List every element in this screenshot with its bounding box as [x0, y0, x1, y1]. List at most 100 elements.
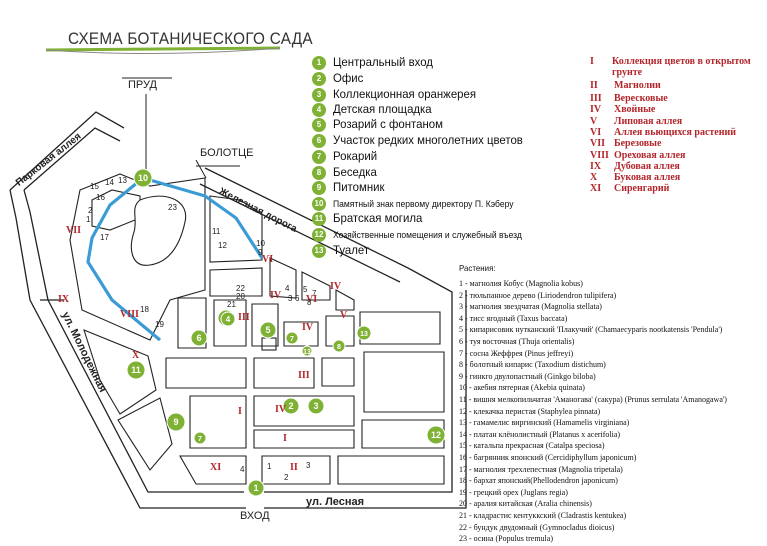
- alley-text-10: Буковая аллея: [614, 172, 681, 183]
- map-roman-label: III: [298, 370, 310, 381]
- plant-item: 21 - кладрастис кентуккский (Cladrastis …: [459, 510, 627, 520]
- map-marker-label: 1: [253, 483, 258, 493]
- plant-item: 16 - багрянник японский (Cercidiphyllum …: [459, 452, 637, 462]
- plant-item: 1 - магнолия Кобус (Magnolia kobus): [459, 278, 583, 288]
- map-roman-label: IV: [270, 290, 282, 301]
- map-tree-number: 2: [284, 473, 289, 482]
- map-markers: 105567138131197231214: [126, 168, 446, 497]
- map-tree-number: 23: [168, 203, 177, 212]
- legend-text-13: Туалет: [333, 243, 370, 257]
- alley-text-2: Магнолии: [614, 80, 661, 91]
- map-tree-number: 16: [96, 193, 105, 202]
- legend-marker-8: 8: [312, 166, 326, 180]
- map-tree-number: 20: [236, 292, 245, 301]
- map-tree-number: 4: [240, 465, 245, 474]
- map-roman-label: I: [283, 433, 287, 444]
- plant-item: 10 - акебия пятерная (Akebia quinata): [459, 382, 585, 393]
- map-tree-number: 21: [227, 300, 236, 309]
- legend-text-1: Центральный вход: [333, 55, 433, 69]
- map-tree-number: 5: [303, 285, 308, 294]
- map-tree-number: 1: [267, 462, 272, 471]
- plant-item: 14 - платан клёнолистный (Platanus x ace…: [459, 428, 621, 439]
- map-roman-label: VII: [66, 225, 81, 236]
- legend-marker-6: 6: [312, 134, 326, 148]
- legend-text-2: Офис: [333, 71, 364, 85]
- map-roman-label: X: [132, 350, 140, 361]
- plants-title: Растения:: [459, 263, 496, 273]
- plant-item: 3 - магнолия звездчатая (Magnolia stella…: [459, 301, 602, 312]
- walking-route: [86, 176, 264, 342]
- map-tree-number: 9: [258, 248, 263, 257]
- map-tree-number: 4: [285, 284, 290, 293]
- map-tree-number: 12: [218, 241, 227, 250]
- legend-text-8: Беседка: [333, 165, 377, 179]
- alley-roman-8: VIII: [590, 150, 609, 161]
- legend-text-9: Питомник: [333, 180, 385, 194]
- map-tree-number: 19: [155, 320, 164, 329]
- legend-marker-1: 1: [312, 56, 326, 70]
- swamp-label: БОЛОТЦЕ: [200, 147, 254, 159]
- alley-roman-9: IX: [590, 161, 602, 172]
- map-marker-13: [301, 345, 313, 357]
- map-roman-label: VIII: [120, 309, 139, 320]
- map-marker-7: [285, 331, 299, 345]
- map-roman-label: VI: [262, 254, 273, 265]
- map-roman-label: I: [238, 406, 242, 417]
- plant-item: 9 - гинкго двулопастный (Ginkgo biloba): [459, 370, 596, 381]
- plant-item: 12 - клекачка перистая (Staphylea pinnat…: [459, 405, 601, 416]
- map-marker-12: [426, 425, 446, 445]
- alley-roman-6: VI: [590, 127, 602, 138]
- alley-roman-11: XI: [590, 183, 602, 194]
- plant-item: 23 - осина (Populus tremula): [459, 533, 553, 544]
- plant-item: 15 - катальпа прекрасная (Catalpa specio…: [459, 440, 605, 451]
- plant-item: 2 - тюльпанное дерево (Liriodendron tuli…: [459, 289, 617, 300]
- map-tree-number: 15: [90, 182, 99, 191]
- pond-label: ПРУД: [128, 79, 157, 91]
- alley-roman-2: II: [590, 80, 598, 91]
- map-tree-number: 6: [295, 294, 300, 303]
- map-roman-label: III: [238, 312, 250, 323]
- legend-marker-7: 7: [312, 150, 326, 164]
- map-tree-number: 8: [307, 298, 312, 307]
- alley-roman-4: IV: [590, 104, 602, 115]
- plant-item: 8 - болотный кипарис (Taxodium distichum…: [459, 359, 606, 370]
- alley-roman-5: V: [590, 116, 598, 127]
- legend-marker-3: 3: [312, 88, 326, 102]
- map-marker-label: 2: [288, 401, 293, 411]
- map-tree-number: 17: [100, 233, 109, 242]
- plant-item: 18 - бархат японский(Phellodendron japon…: [459, 475, 618, 486]
- map-tree-number: 13: [118, 176, 127, 185]
- legend-marker-9: 9: [312, 181, 326, 195]
- map-marker-10: [133, 168, 153, 188]
- alley-text-6: Аллея вьющихся растений: [614, 127, 737, 138]
- map-marker-label: 7: [198, 436, 202, 443]
- garden-blocks: [69, 173, 445, 485]
- map-roman-label: IV: [302, 322, 314, 333]
- legend-text-7: Рокарий: [333, 149, 378, 163]
- legend-text-12: Хозяйственные помещения и служебный въез…: [333, 230, 522, 240]
- map-tree-number: 10: [256, 239, 265, 248]
- map-marker-label: 6: [196, 333, 201, 343]
- plant-item: 19 - грецкий орех (Juglans regia): [459, 486, 568, 497]
- plant-item: 22 - бундук двудомный (Gymnocladus dioic…: [459, 521, 615, 532]
- plant-item: 17 - магнолия трехлепестная (Magnolia tr…: [459, 463, 623, 474]
- map-marker-label: 3: [313, 401, 318, 411]
- map-tree-number: 7: [312, 289, 317, 298]
- map-tree-number: 1: [86, 215, 91, 224]
- map-roman-label: IV: [330, 281, 342, 292]
- map-marker-1: [247, 479, 265, 497]
- legend-text-6: Участок редких многолетних цветов: [333, 133, 523, 147]
- plant-item: 7 - сосна Жеффрея (Pinus jeffreyi): [459, 347, 574, 358]
- legend-text-4: Детская площадка: [333, 102, 432, 116]
- map-marker-4: [220, 311, 236, 327]
- legend-marker-12: 12: [312, 228, 326, 242]
- alley-text-5: Липовая аллея: [614, 116, 683, 127]
- alley-roman-3: III: [590, 93, 602, 104]
- map-marker-label: 11: [131, 365, 141, 375]
- alley-text-3: Вересковые: [614, 93, 668, 104]
- legend-text-3: Коллекционная оранжерея: [333, 87, 477, 101]
- plant-item: 13 - гамамелис виргинский (Hamamelis vir…: [459, 417, 630, 428]
- map-tree-number: 11: [212, 227, 221, 236]
- map-marker-9: [166, 412, 186, 432]
